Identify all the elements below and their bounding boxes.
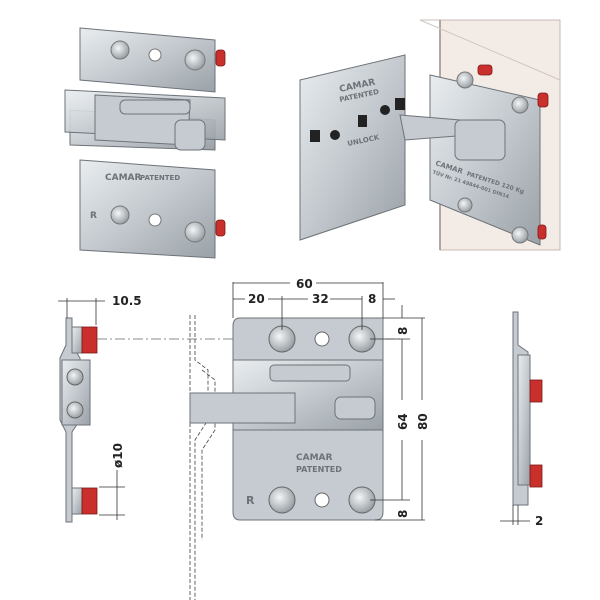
- screw-icon: [110, 205, 130, 225]
- dim-overall-width: 60: [296, 277, 313, 291]
- screw-icon: [184, 49, 206, 71]
- red-cap-icon: [529, 464, 543, 488]
- front-stamp: PATENTED: [296, 465, 342, 474]
- photo-bracket-installed: CAMAR PATENTED UNLOCK CAMAR PATENTED 120…: [299, 19, 561, 251]
- red-cap-icon: [537, 224, 547, 240]
- front-brand: CAMAR: [296, 453, 332, 463]
- side-view-drawing: 10.5 ø10: [58, 294, 142, 523]
- brand-engraving: CAMAR: [105, 173, 141, 183]
- patented-engraving: PATENTED: [140, 174, 180, 182]
- dim-thickness: 2: [535, 514, 543, 528]
- red-cap-icon: [529, 379, 543, 403]
- cabinet-profile-hidden: [189, 315, 216, 600]
- screw-icon: [184, 221, 206, 243]
- front-view-drawing: CAMAR PATENTED R 60 20 32 8 8 64 8 80: [189, 277, 430, 521]
- red-cap-icon: [215, 49, 226, 67]
- dim-depth: 10.5: [112, 294, 142, 308]
- screw-icon: [511, 96, 529, 114]
- red-cap-icon: [537, 92, 549, 108]
- dim-width-right: 8: [368, 292, 376, 306]
- screw-icon: [268, 486, 296, 514]
- screw-icon: [457, 197, 473, 213]
- dim-height-top: 8: [396, 327, 410, 335]
- dim-diameter: ø10: [111, 443, 125, 468]
- screw-icon: [110, 40, 130, 60]
- red-cap-icon: [81, 326, 98, 354]
- front-side-mark: R: [246, 494, 255, 507]
- screw-icon: [456, 71, 474, 89]
- dim-height-bottom: 8: [396, 510, 410, 518]
- right-view-drawing: 2: [500, 311, 543, 528]
- side-mark: R: [90, 211, 97, 221]
- red-cap-icon: [215, 219, 226, 237]
- screw-icon: [511, 226, 529, 244]
- dim-overall-height: 80: [416, 413, 430, 430]
- dim-width-left: 20: [248, 292, 265, 306]
- photo-bracket-front: CAMAR PATENTED R: [64, 27, 226, 259]
- red-cap-icon: [477, 64, 493, 76]
- dim-height-inner: 64: [396, 413, 410, 430]
- dim-width-middle: 32: [312, 292, 329, 306]
- red-cap-icon: [81, 487, 98, 515]
